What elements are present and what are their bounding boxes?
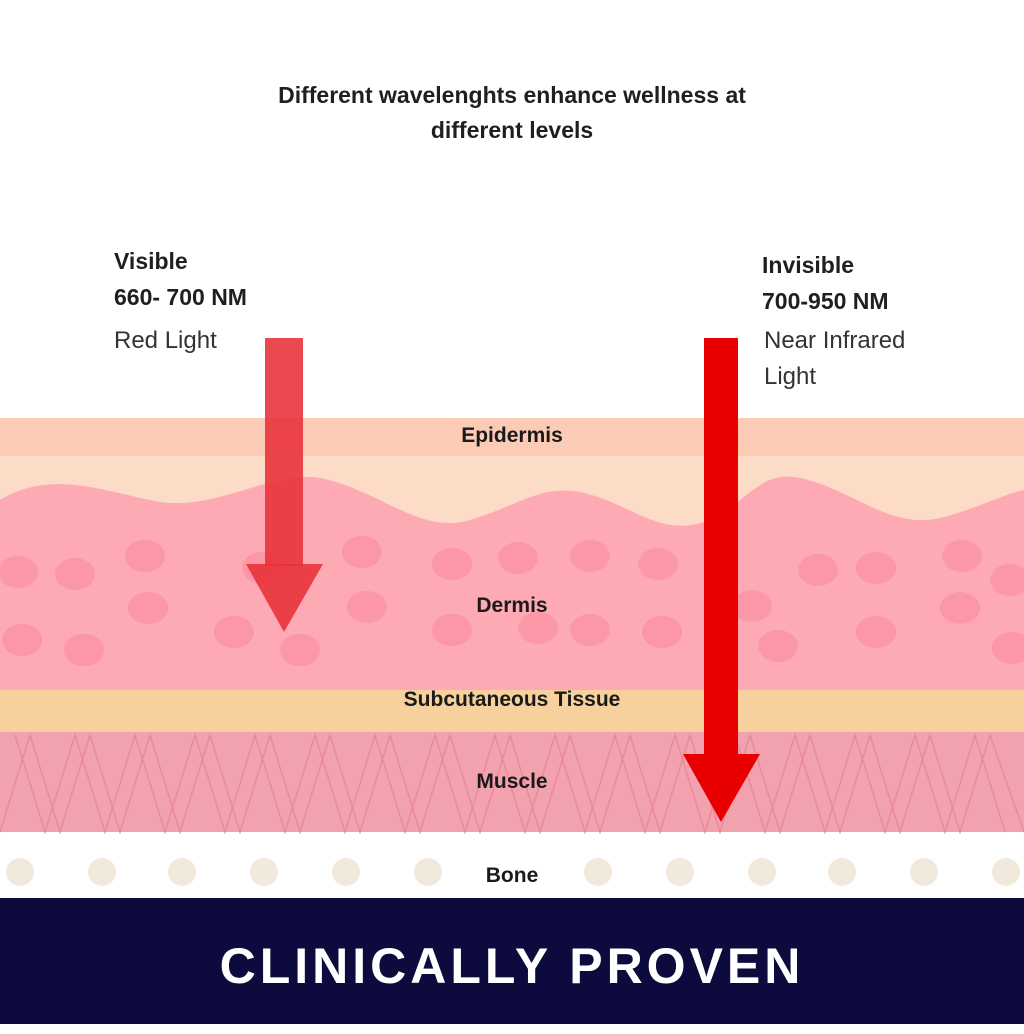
epidermis-layer: [0, 418, 1024, 456]
visible-heading: Visible: [114, 248, 188, 274]
dermis-label: Dermis: [476, 594, 548, 617]
banner-text: CLINICALLY PROVEN: [219, 938, 805, 994]
subcutaneous-layer: [0, 690, 1024, 732]
invisible-heading: Invisible: [762, 252, 855, 278]
red-light-arrow: [246, 338, 323, 632]
bone-dots: [6, 858, 1020, 886]
invisible-range: 700-950 NM: [762, 288, 889, 314]
near-infrared-arrow: [683, 338, 760, 822]
visible-range: 660- 700 NM: [114, 284, 247, 310]
muscle-label: Muscle: [476, 770, 548, 793]
muscle-fibers: [0, 732, 1024, 835]
near-infrared-label-line2: Light: [764, 363, 817, 390]
bottom-banner: CLINICALLY PROVEN: [0, 898, 1024, 1024]
dermis-cells: [0, 536, 1024, 666]
bone-label: Bone: [485, 864, 539, 887]
subcutaneous-label: Subcutaneous Tissue: [403, 688, 621, 711]
dermis-layer: [0, 476, 1024, 692]
near-infrared-label-line1: Near Infrared: [764, 327, 906, 354]
red-light-label: Red Light: [114, 327, 217, 354]
epidermis-label: Epidermis: [461, 424, 563, 447]
diagram-title: Different wavelenghts enhance wellness a…: [278, 82, 746, 143]
